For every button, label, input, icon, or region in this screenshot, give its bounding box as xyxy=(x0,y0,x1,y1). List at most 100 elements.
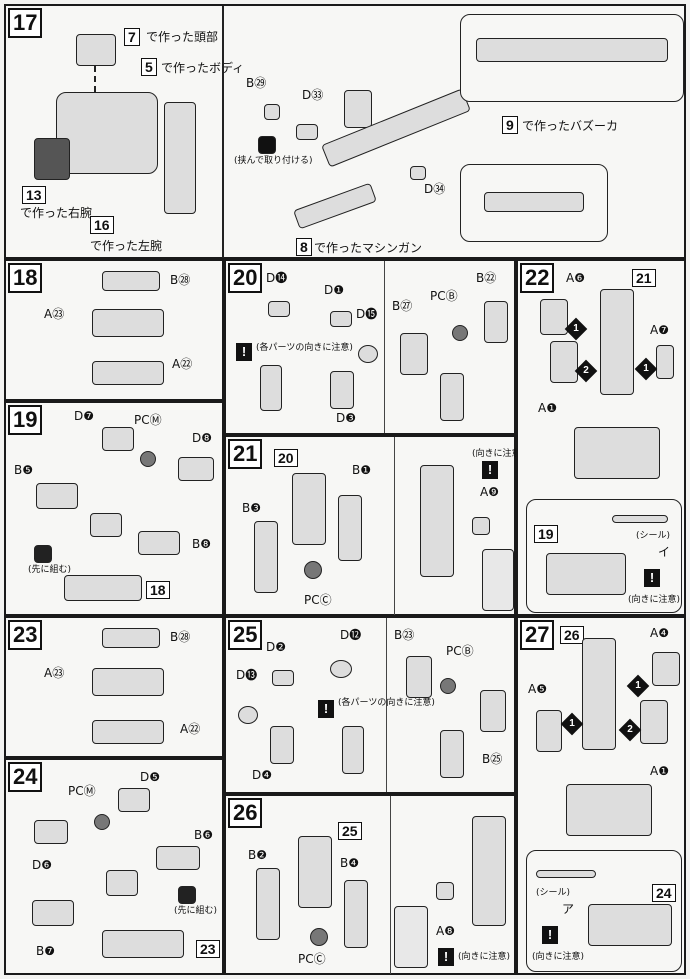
part-label: D❺ xyxy=(140,770,160,784)
ref-box: 20 xyxy=(274,449,298,467)
part-label: D❸ xyxy=(336,411,356,425)
part-label: A㉓ xyxy=(44,307,65,321)
step-number: 17 xyxy=(8,8,43,38)
divider xyxy=(386,618,387,792)
base-part xyxy=(64,575,142,601)
small-part xyxy=(330,660,352,678)
part-label: B㉒ xyxy=(476,271,497,285)
leg-shell xyxy=(338,495,362,561)
step-number: 20 xyxy=(228,263,263,293)
part-label: D❻ xyxy=(32,858,52,872)
part-label: D❼ xyxy=(74,409,94,423)
small-part xyxy=(330,311,352,327)
part-label: B㉘ xyxy=(170,273,191,287)
step-number: 18 xyxy=(8,263,43,293)
seal-note: (シール) xyxy=(636,531,671,541)
mg-part xyxy=(293,182,377,230)
part-label: B❷ xyxy=(248,848,267,862)
part-label: B❼ xyxy=(36,944,55,958)
top-plate xyxy=(102,628,160,648)
part-label: D⓭ xyxy=(236,668,258,682)
part-label: D⓮ xyxy=(266,271,288,285)
ref-box: 19 xyxy=(534,525,558,543)
step-27-panel: 27 26 A❹ A❺ 1 1 2 A❶ (シール) ア ! (向きに注意) 2… xyxy=(516,616,686,975)
pinch-note: (挟んで取り付ける) xyxy=(234,156,313,166)
part-label: B㉕ xyxy=(482,752,503,766)
body-note: で作ったボディ xyxy=(161,61,245,75)
bazooka-preview xyxy=(476,38,668,62)
part-label: PCⓂ xyxy=(68,784,96,798)
ref-box: 13 xyxy=(22,186,46,204)
ref-box: 7 xyxy=(124,28,140,46)
step-20-panel: 20 D⓮ D❶ D⓯ ! (各パーツの向きに注意) D❸ B㉗ PCⒷ B㉒ xyxy=(224,259,516,435)
step-number: 21 xyxy=(228,439,263,469)
knee-part xyxy=(472,517,490,535)
warning-icon: ! xyxy=(438,948,454,966)
armor-part xyxy=(536,710,562,752)
grip-part xyxy=(344,90,372,128)
clip-part xyxy=(264,104,280,120)
part-label: A❽ xyxy=(436,924,455,938)
divider xyxy=(384,261,385,433)
knee-part xyxy=(436,882,454,900)
joint-part xyxy=(102,427,134,451)
part-label: B❽ xyxy=(192,537,211,551)
base-part xyxy=(102,930,184,958)
leg-frame xyxy=(440,730,464,778)
leg-shell xyxy=(256,868,280,940)
part-label: PCⓂ xyxy=(134,413,162,427)
guide-line xyxy=(94,66,96,92)
part-label: PCⒸ xyxy=(304,593,332,607)
orientation-note: (向きに注意) xyxy=(628,595,681,605)
mg-note: で作ったマシンガン xyxy=(314,241,423,255)
part-label: D❹ xyxy=(252,768,272,782)
detail-inset xyxy=(394,906,428,968)
hip-part xyxy=(138,531,180,555)
ref-box: 26 xyxy=(560,626,584,644)
upper-leg xyxy=(298,836,332,908)
bottom-plate xyxy=(92,720,164,744)
part-label: PCⒷ xyxy=(430,289,458,303)
part-label: D❶ xyxy=(324,283,344,297)
shell-part xyxy=(480,690,506,732)
step-number: 23 xyxy=(8,620,43,650)
shell-part xyxy=(400,333,428,375)
ref-box: 21 xyxy=(632,269,656,287)
mg-clip xyxy=(410,166,426,180)
seal-id: ア xyxy=(562,902,575,916)
detail-part xyxy=(260,365,282,411)
warning-icon: ! xyxy=(644,569,660,587)
ref-box: 5 xyxy=(141,58,157,76)
small-part xyxy=(272,670,294,686)
divider xyxy=(394,437,395,615)
head-part xyxy=(76,34,116,66)
leg-shell xyxy=(254,521,278,593)
sticker xyxy=(612,515,668,523)
part-label: B❻ xyxy=(194,828,213,842)
step-19-panel: 19 D❼ PCⓂ D❽ B❺ B❽ (先に組む) 18 xyxy=(4,401,224,616)
part-label: D㉞ xyxy=(424,182,446,196)
step-17-panel: 17 7 で作った頭部 5 で作ったボディ 13 で作った右腕 16 で作った左… xyxy=(4,4,686,259)
orientation-note: (向きに注意) xyxy=(472,449,525,459)
part-label: D⓯ xyxy=(356,307,378,321)
orientation-note: (向きに注意) xyxy=(532,952,585,962)
order-badge-2: 2 xyxy=(618,718,642,742)
pre-assembly-icon xyxy=(34,545,52,563)
armor-part xyxy=(652,652,680,686)
foot-part xyxy=(566,784,652,836)
part-label: B㉘ xyxy=(170,630,191,644)
armor-part xyxy=(540,299,568,335)
foot-part xyxy=(546,553,626,595)
leg-frame xyxy=(270,726,294,764)
poly-cap xyxy=(440,678,456,694)
small-part xyxy=(238,706,258,724)
part-label: B❸ xyxy=(242,501,261,515)
joint-part xyxy=(34,820,68,844)
ref-box: 9 xyxy=(502,116,518,134)
small-part xyxy=(268,301,290,317)
poly-cap xyxy=(452,325,468,341)
part-label: B㉓ xyxy=(394,628,415,642)
step-23-panel: 23 B㉘ A㉓ A㉒ xyxy=(4,616,224,758)
detail-inset xyxy=(482,549,514,611)
step-number: 22 xyxy=(520,263,555,293)
